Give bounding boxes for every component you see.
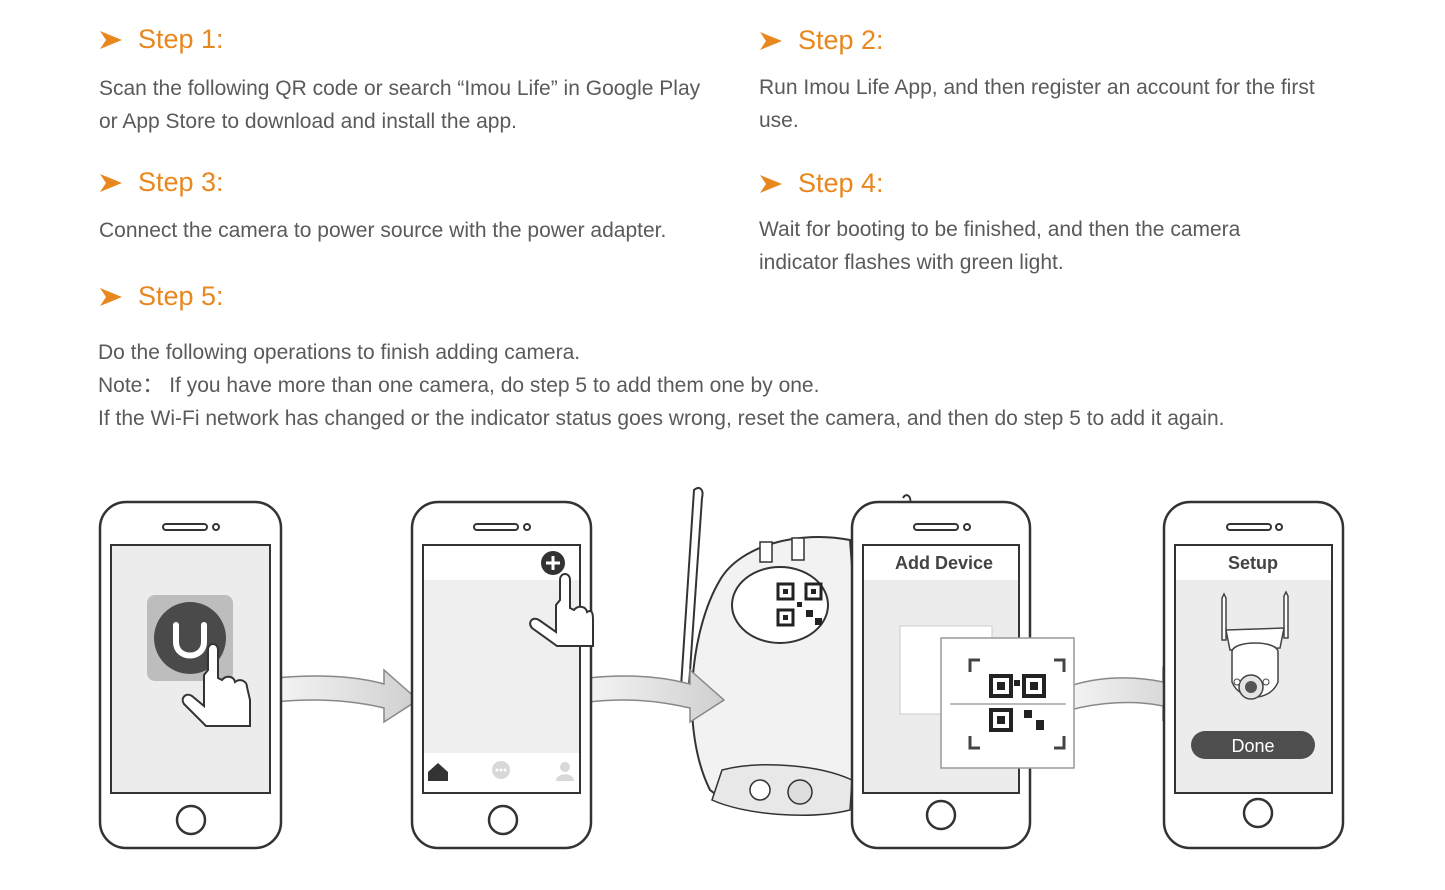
imou-logo-icon	[173, 622, 207, 659]
step-5-note: Note： If you have more than one camera, …	[98, 374, 820, 397]
step-1-text: Scan the following QR code or search “Im…	[99, 77, 701, 133]
step-4-title: Step 4:	[760, 168, 884, 199]
setup-title: Setup	[1228, 553, 1278, 573]
done-button[interactable]: Done	[1191, 731, 1315, 759]
step-3-title: Step 3:	[100, 167, 224, 198]
step-3-text: Connect the camera to power source with …	[99, 219, 667, 242]
step-2-title: Step 2:	[760, 25, 884, 56]
profile-icon	[556, 762, 574, 781]
arrow-bullet-icon	[760, 31, 782, 50]
step-5-line-3: If the Wi-Fi network has changed or the …	[98, 407, 1225, 430]
flow-arrow-2	[587, 668, 726, 724]
arrow-bullet-icon	[100, 287, 122, 306]
phone-3-add-device: Add Device	[850, 500, 1075, 850]
qr-code-icon	[989, 674, 1046, 732]
flow-arrow-1	[274, 668, 420, 724]
setup-illustration: Add Device Setup	[98, 487, 1345, 850]
phone-4-setup: Setup Done	[1162, 500, 1345, 850]
tap-hand-icon	[529, 573, 594, 647]
tap-hand-icon	[181, 643, 251, 727]
step-4-text: Wait for booting to be finished, and the…	[759, 218, 1241, 274]
phone-2-add-button	[410, 500, 594, 850]
home-icon	[428, 763, 448, 781]
step-5-title: Step 5:	[100, 281, 224, 312]
arrow-bullet-icon	[100, 30, 122, 49]
arrow-bullet-icon	[760, 174, 782, 193]
step-5-line-1: Do the following operations to finish ad…	[98, 341, 581, 364]
step-1-title: Step 1:	[100, 24, 224, 55]
arrow-bullet-icon	[100, 173, 122, 192]
message-icon	[492, 761, 510, 779]
done-button-label: Done	[1231, 736, 1274, 756]
add-device-title: Add Device	[895, 553, 993, 573]
camera-illustration	[678, 487, 912, 816]
step-2-text: Run Imou Life App, and then register an …	[759, 76, 1315, 132]
plus-icon	[541, 551, 565, 575]
camera-qr-code-icon	[776, 582, 823, 627]
camera-icon	[1221, 590, 1289, 700]
phone-1-open-app	[98, 500, 283, 850]
